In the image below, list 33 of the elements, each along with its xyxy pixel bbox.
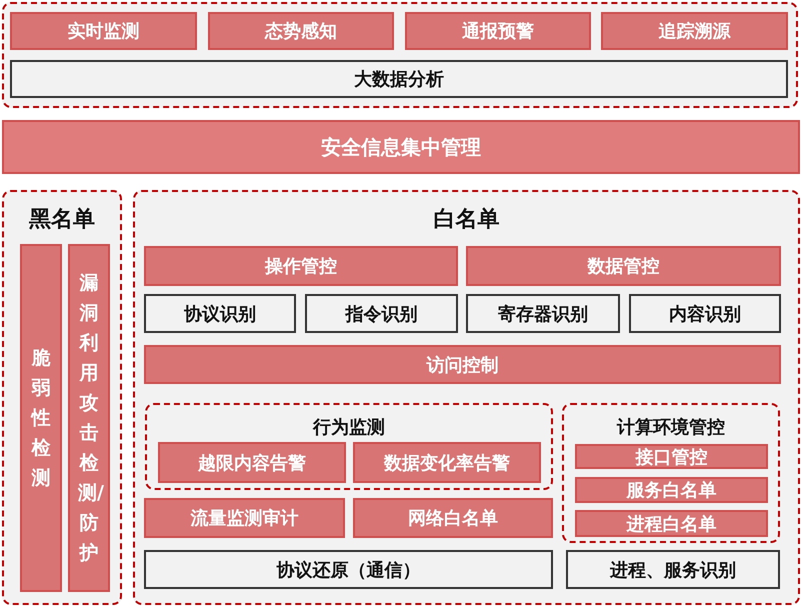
module-box: 内容识别 [629,294,781,333]
group-heading: 行为监测 [312,416,386,439]
module-box: 通报预警 [405,12,591,50]
module-box: 接口管控 [575,444,768,469]
module-box: 进程白名单 [575,510,768,537]
group-panel [133,190,800,605]
module-box: 数据管控 [466,246,781,286]
module-box: 大数据分析 [10,60,788,98]
group-panel [562,403,780,543]
group-frame [2,2,798,108]
group-heading: 黑名单 [28,206,96,234]
vertical-box: 漏洞利用攻击检测/防护 [68,244,110,592]
group-heading: 计算环境管控 [616,416,726,439]
module-box: 数据变化率告警 [353,442,541,483]
group-panel [145,403,553,490]
module-box: 流量监测审计 [144,498,345,538]
module-box: 追踪溯源 [601,12,788,50]
vertical-box: 脆弱性检测 [20,244,62,592]
module-box: 实时监测 [10,12,197,50]
module-box: 安全信息集中管理 [2,120,800,174]
module-box: 服务白名单 [575,477,768,503]
group-panel [2,190,122,605]
module-box: 指令识别 [305,294,458,333]
module-box: 寄存器识别 [466,294,620,333]
module-box: 网络白名单 [353,498,553,538]
module-box: 进程、服务识别 [566,550,780,589]
module-box: 态势感知 [208,12,394,50]
group-heading: 白名单 [432,206,500,234]
module-box: 越限内容告警 [158,442,346,483]
module-box: 协议还原（通信） [144,550,553,589]
module-box: 操作管控 [144,246,458,286]
module-box: 协议识别 [144,294,296,333]
module-box: 访问控制 [144,345,781,384]
